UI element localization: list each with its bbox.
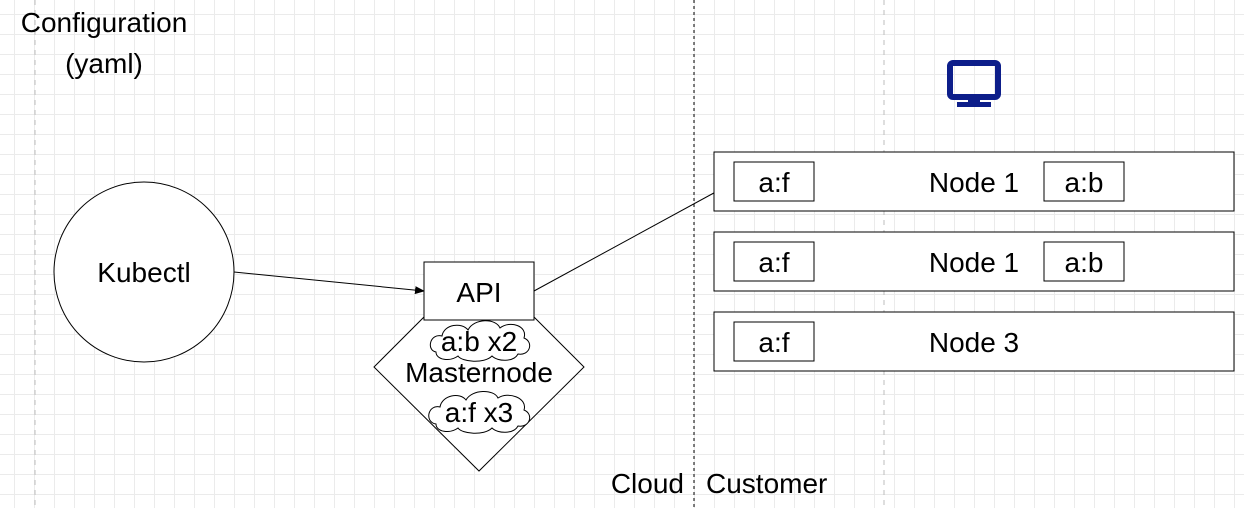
config-subtitle: (yaml): [65, 48, 143, 79]
pod-box-right: [1043, 161, 1125, 202]
pod-label-right: a:b: [1065, 247, 1104, 278]
node-name: Node 1: [929, 247, 1019, 278]
pod-box-right: [1043, 241, 1125, 282]
node-row[interactable]: a:f Node 1 a:b: [713, 151, 1235, 212]
pod-box-left: [733, 241, 815, 282]
masternode-diamond: [373, 261, 585, 472]
arrow-api-to-node: [533, 181, 735, 292]
pod-box-left: [733, 161, 815, 202]
pod-label-left: a:f: [758, 247, 789, 278]
api-box: [423, 261, 535, 321]
region-label-cloud: Cloud: [611, 468, 684, 499]
cloud-shape-top: a:b x2: [429, 320, 531, 362]
cloud-shape-bottom: a:f x3: [428, 391, 531, 434]
kubectl-node[interactable]: Kubectl: [53, 181, 235, 363]
masternode-label: Masternode: [405, 357, 553, 388]
monitor-icon: [947, 60, 1001, 107]
cloud-bottom-label: a:f x3: [445, 397, 513, 428]
pod-label-left: a:f: [758, 327, 789, 358]
node-row[interactable]: a:f Node 3: [713, 311, 1235, 372]
api-label: API: [456, 277, 501, 308]
cloud-top-label: a:b x2: [441, 326, 517, 357]
kubectl-label: Kubectl: [97, 257, 190, 288]
pod-label-left: a:f: [758, 167, 789, 198]
pod-box-left: [733, 321, 815, 362]
masternode[interactable]: Masternode a:b x2 a:f x3: [373, 261, 585, 472]
region-label-customer: Customer: [706, 468, 827, 499]
node-row[interactable]: a:f Node 1 a:b: [713, 231, 1235, 292]
node-name: Node 3: [929, 327, 1019, 358]
config-title: Configuration: [21, 7, 188, 38]
node-name: Node 1: [929, 167, 1019, 198]
pod-label-right: a:b: [1065, 167, 1104, 198]
arrow-kubectl-to-api: [233, 271, 425, 295]
api-node[interactable]: API: [423, 261, 535, 321]
